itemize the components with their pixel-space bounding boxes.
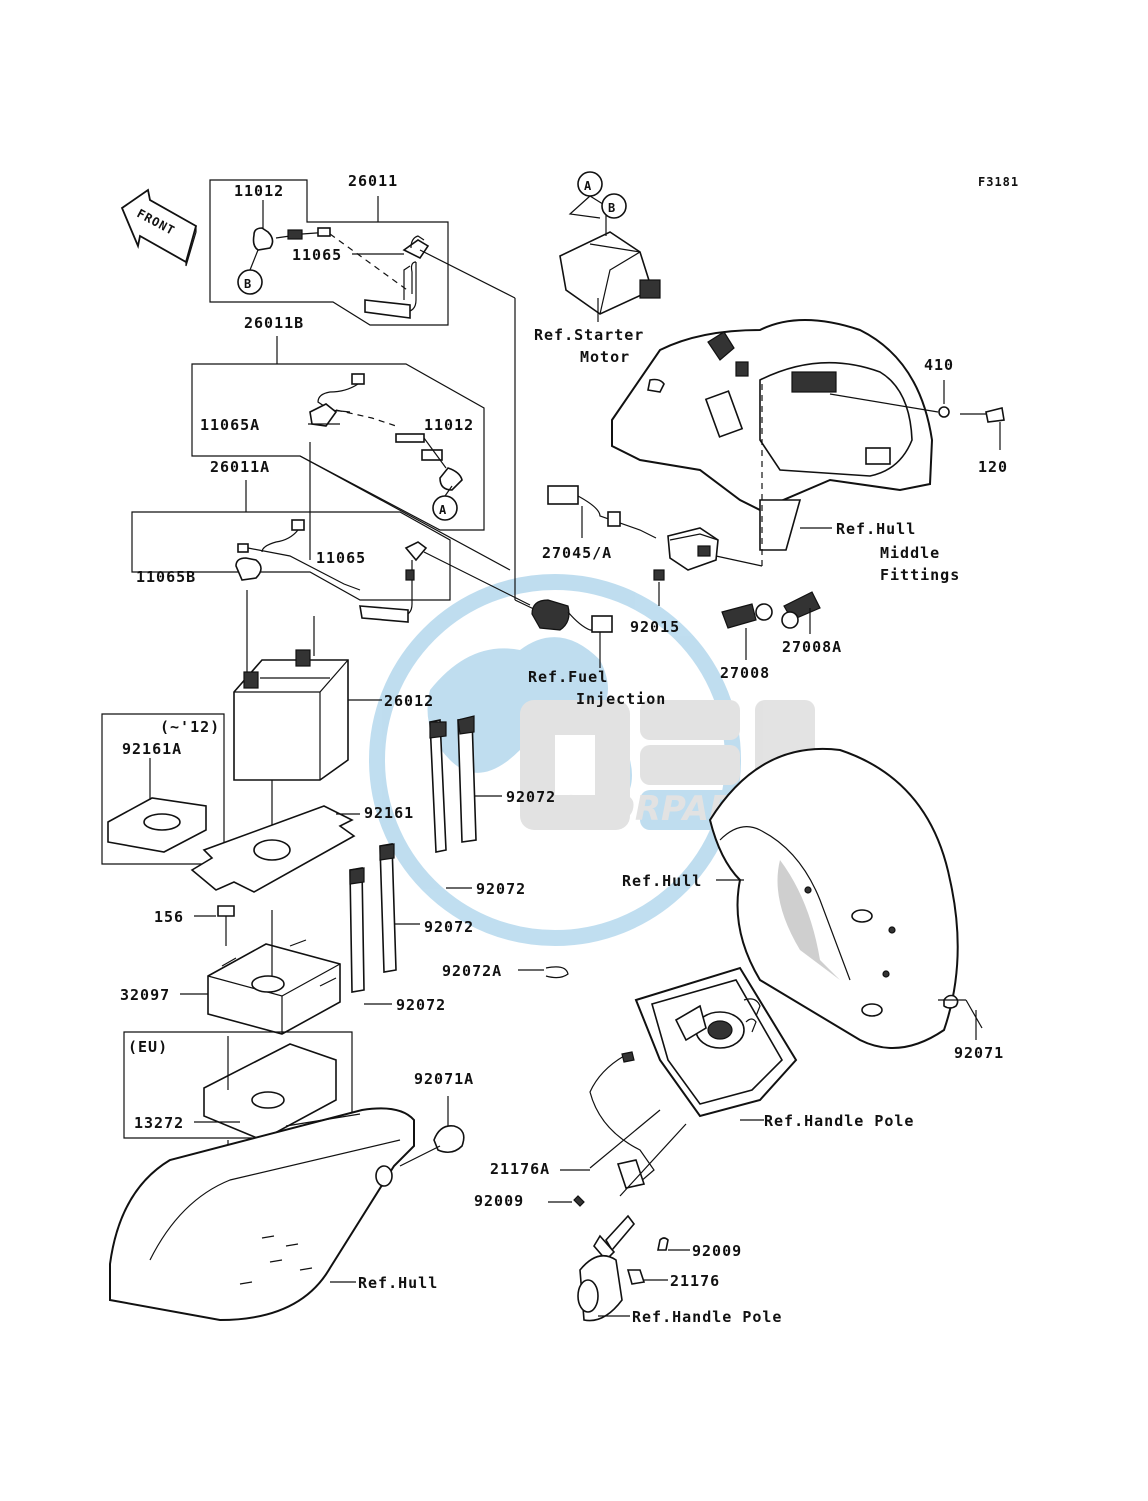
label-92072-b: 92072 [476, 880, 526, 898]
starter-motor [559, 195, 661, 322]
label-11065-low: 11065 [316, 549, 366, 567]
callout-a: A [439, 503, 447, 517]
label-11065B: 11065B [136, 568, 196, 586]
label-26011A: 26011A [210, 458, 270, 476]
label-92009-b: 92009 [692, 1242, 742, 1260]
label-27045A: 27045/A [542, 544, 612, 562]
fuel-injection-connector [531, 599, 613, 668]
straps-92072 [349, 715, 569, 1005]
label-11065-top: 11065 [292, 246, 342, 264]
label-92072-c: 92072 [424, 918, 474, 936]
label-26012: 26012 [384, 692, 434, 710]
front-arrow-icon: FRONT [120, 188, 198, 267]
ref-starter-1: Ref.Starter [534, 326, 644, 344]
pole-sensor [548, 1169, 690, 1322]
label-92072A: 92072A [442, 962, 502, 980]
label-21176: 21176 [670, 1272, 720, 1290]
callout-a-top: A [584, 179, 592, 193]
ref-hull-mid-3: Fittings [880, 566, 960, 584]
box-rev12 [101, 713, 225, 865]
ref-hull-mid-1: Ref.Hull [836, 520, 916, 538]
label-13272: 13272 [134, 1114, 184, 1132]
label-92161: 92161 [364, 804, 414, 822]
label-156: 156 [154, 908, 184, 926]
ref-handle-pole-2: Ref.Handle Pole [632, 1308, 782, 1326]
hull-bottom [109, 1096, 465, 1322]
keys-27008 [721, 591, 821, 660]
label-rev12: (~'12) [160, 718, 220, 736]
label-27008A: 27008A [782, 638, 842, 656]
cable-26011A-group [131, 442, 531, 623]
hull-right [708, 747, 983, 1049]
handle-pole-plate [589, 966, 798, 1197]
label-32097: 32097 [120, 986, 170, 1004]
label-11012-top: 11012 [234, 182, 284, 200]
label-92015: 92015 [630, 618, 680, 636]
ref-handle-pole-1: Ref.Handle Pole [764, 1112, 914, 1130]
label-92009-a: 92009 [474, 1192, 524, 1210]
callout-b-top-circle [601, 193, 627, 219]
figure-code: F3181 [978, 175, 1019, 189]
callout-b-top: B [608, 201, 616, 215]
label-11012-mid: 11012 [424, 416, 474, 434]
hull-middle-fittings [611, 319, 1005, 566]
label-92161A: 92161A [122, 740, 182, 758]
label-120: 120 [978, 458, 1008, 476]
cable-26011-group [209, 179, 541, 613]
label-26011: 26011 [348, 172, 398, 190]
label-92071: 92071 [954, 1044, 1004, 1062]
label-92072-d: 92072 [396, 996, 446, 1014]
label-21176A: 21176A [490, 1160, 550, 1178]
label-26011B: 26011B [244, 314, 304, 332]
ref-hull-mid-2: Middle [880, 544, 940, 562]
label-410: 410 [924, 356, 954, 374]
battery-tray-32097 [180, 905, 341, 1035]
battery-26012 [233, 590, 382, 830]
ref-starter-2: Motor [580, 348, 630, 366]
ref-hull-right: Ref.Hull [622, 872, 702, 890]
label-11065A: 11065A [200, 416, 260, 434]
harness-27045A [547, 485, 763, 606]
ref-fuel-1: Ref.Fuel [528, 668, 608, 686]
label-eu: (EU) [128, 1038, 168, 1056]
callout-b: B [244, 277, 252, 291]
label-27008: 27008 [720, 664, 770, 682]
label-92072-a: 92072 [506, 788, 556, 806]
ref-fuel-2: Injection [576, 690, 666, 708]
label-92071A: 92071A [414, 1070, 474, 1088]
ref-hull-bottom: Ref.Hull [358, 1274, 438, 1292]
pad-92161 [190, 805, 360, 893]
callout-a-top-circle [577, 171, 603, 197]
cable-26011B-group [191, 336, 485, 531]
